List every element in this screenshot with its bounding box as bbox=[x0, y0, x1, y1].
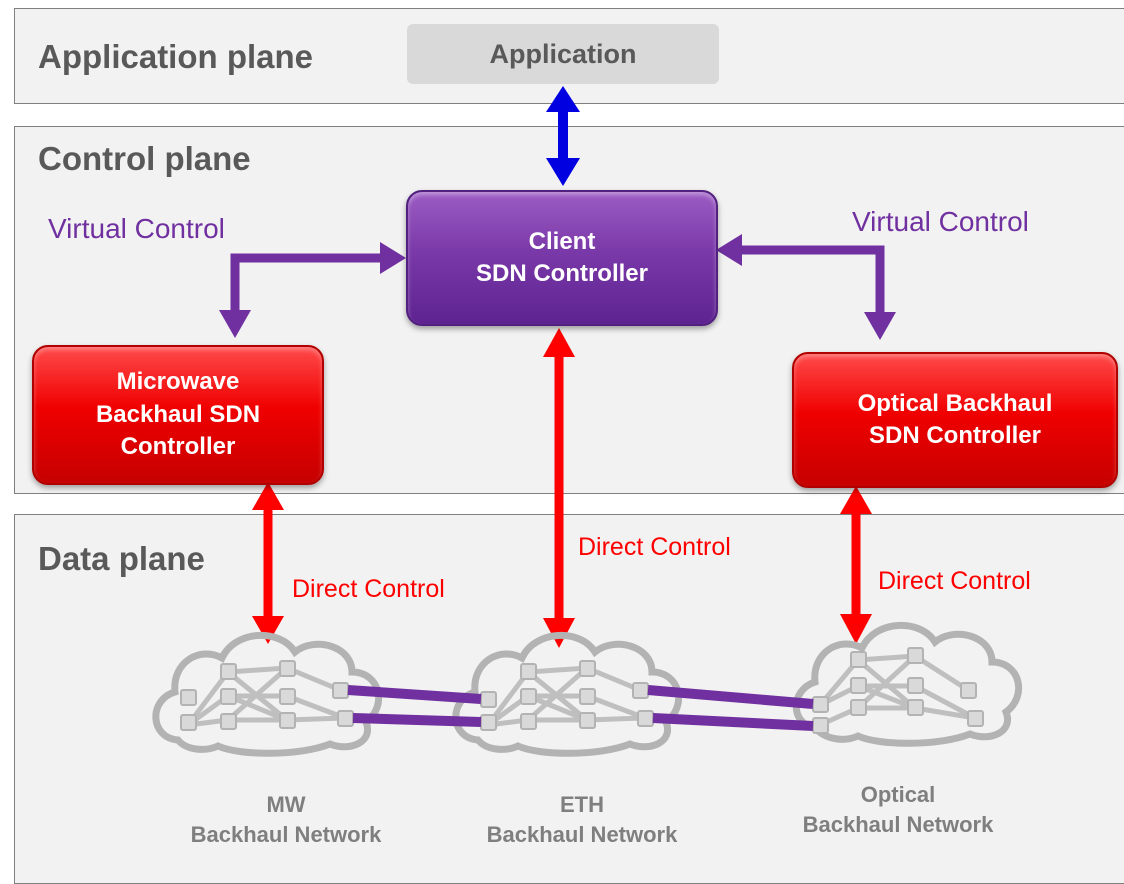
virtual-control-left-label: Virtual Control bbox=[48, 213, 225, 244]
diagram-connectors bbox=[152, 86, 1023, 757]
network-nodes bbox=[180, 647, 984, 734]
eth-network-label: ETH Backhaul Network bbox=[486, 792, 678, 847]
direct-control-center-arrow bbox=[543, 328, 575, 648]
data-plane-title: Data plane bbox=[38, 540, 205, 577]
direct-control-left-label: Direct Control bbox=[292, 575, 445, 603]
direct-control-right-label: Direct Control bbox=[878, 567, 1031, 595]
virtual-control-right-arrow bbox=[716, 234, 896, 340]
control-plane-title: Control plane bbox=[38, 140, 251, 177]
virtual-control-right-label: Virtual Control bbox=[852, 206, 1029, 237]
mw-network-cloud[interactable] bbox=[152, 631, 383, 757]
application-box[interactable]: Application bbox=[407, 24, 719, 84]
direct-control-right-arrow bbox=[840, 486, 872, 644]
application-client-arrow bbox=[546, 86, 580, 186]
client-sdn-controller[interactable]: Client SDN Controller bbox=[406, 190, 718, 326]
virtual-control-left-arrow bbox=[219, 242, 406, 338]
application-plane-title: Application plane bbox=[38, 38, 314, 75]
microwave-backhaul-sdn-controller[interactable]: Microwave Backhaul SDN Controller bbox=[32, 345, 324, 485]
inter-domain-links bbox=[347, 685, 814, 731]
mw-network-label: MW Backhaul Network bbox=[190, 792, 382, 847]
eth-network-cloud[interactable] bbox=[452, 631, 683, 757]
optical-network-label: Optical Backhaul Network bbox=[802, 782, 994, 837]
optical-network-cloud[interactable] bbox=[792, 621, 1023, 747]
optical-backhaul-sdn-controller[interactable]: Optical Backhaul SDN Controller bbox=[792, 352, 1118, 488]
direct-control-left-arrow bbox=[252, 482, 284, 644]
direct-control-center-label: Direct Control bbox=[578, 533, 731, 561]
